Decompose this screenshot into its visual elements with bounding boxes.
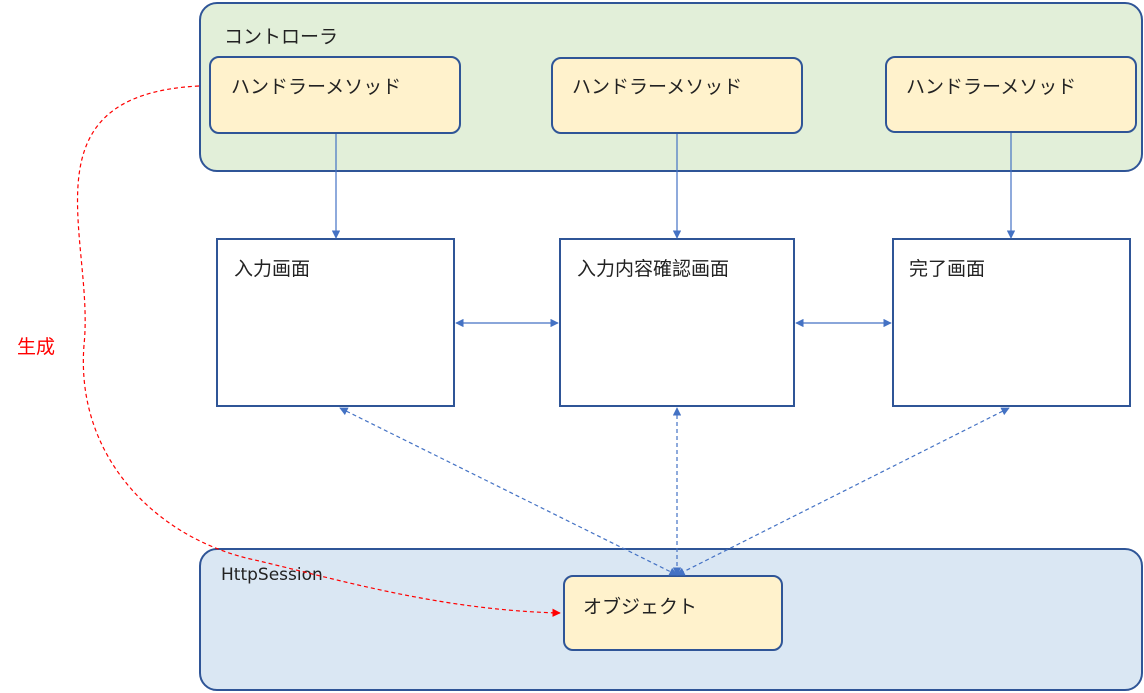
handler-method-label-3: ハンドラーメソッド bbox=[906, 76, 1077, 98]
confirm-screen-box bbox=[559, 238, 795, 407]
session-object-box bbox=[563, 575, 783, 651]
session-object-label: オブジェクト bbox=[583, 596, 698, 618]
create-annotation-label: 生成 bbox=[17, 336, 56, 358]
confirm-screen-label: 入力内容確認画面 bbox=[577, 258, 730, 280]
complete-screen-object-dashed-arrow bbox=[676, 407, 1010, 576]
handler-method-box-3 bbox=[885, 56, 1137, 133]
handler-method-box-1 bbox=[209, 56, 461, 134]
controller-label: コントローラ bbox=[224, 26, 339, 48]
input-screen-box bbox=[216, 238, 455, 407]
handler-method-label-2: ハンドラーメソッド bbox=[572, 76, 743, 98]
handler-method-label-1: ハンドラーメソッド bbox=[231, 76, 402, 98]
complete-screen-label: 完了画面 bbox=[909, 258, 986, 280]
complete-screen-box bbox=[892, 238, 1131, 407]
input-screen-object-dashed-arrow bbox=[339, 407, 678, 576]
create-dashed-curve-arrow bbox=[76, 85, 561, 618]
handler-method-box-2 bbox=[551, 57, 803, 134]
input-screen-label: 入力画面 bbox=[234, 258, 311, 280]
